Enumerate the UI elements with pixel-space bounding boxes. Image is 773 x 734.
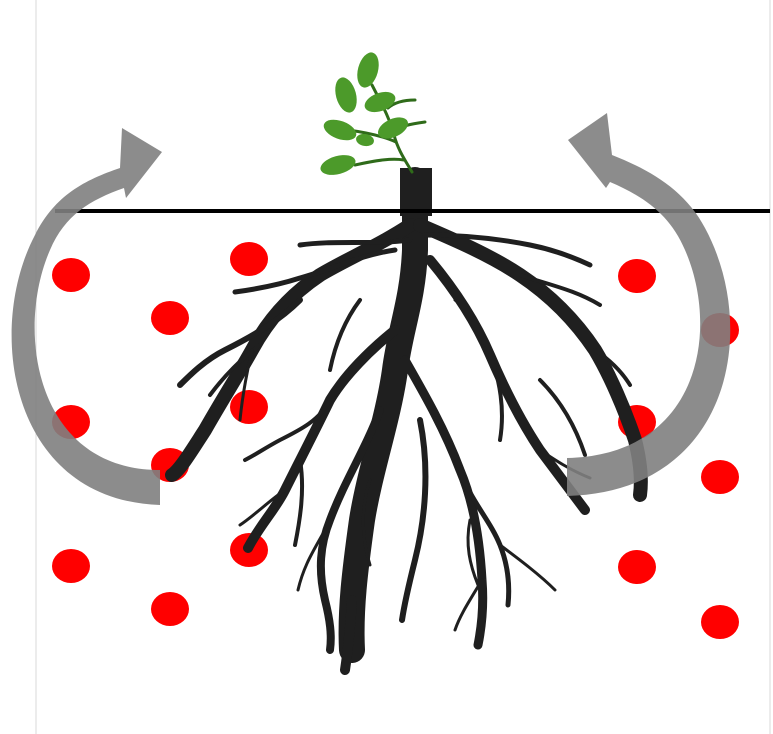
root-branch: [238, 488, 287, 527]
leaf: [335, 77, 357, 113]
nutrient-particle: [701, 460, 739, 494]
root-branch: [425, 255, 590, 515]
circulation-arrows: [11, 113, 731, 505]
nutrient-particle: [618, 550, 656, 584]
leaf: [356, 133, 374, 147]
root-branch: [422, 232, 593, 268]
nutrient-particle: [52, 258, 90, 292]
root-branch: [165, 218, 417, 482]
root-branch: [399, 417, 429, 623]
leaf: [364, 91, 396, 113]
root-branch: [328, 298, 362, 372]
root-branch: [400, 355, 488, 650]
root-branch: [208, 343, 262, 397]
leaf: [378, 117, 408, 139]
leaf: [357, 52, 379, 88]
nutrient-particle: [618, 259, 656, 293]
curved-arrow-icon: [567, 113, 731, 496]
root-branch: [232, 247, 398, 295]
root-branch: [593, 348, 632, 387]
root-branch: [243, 325, 400, 553]
root-branch: [316, 406, 384, 654]
root-branch: [293, 458, 305, 547]
root-branch: [453, 298, 487, 347]
root-branch: [518, 273, 602, 307]
nutrient-particle: [230, 390, 268, 424]
seedling-icon: [320, 52, 432, 216]
nutrient-particle: [52, 549, 90, 583]
root-branch: [488, 353, 504, 442]
taproot-tip: [340, 595, 357, 675]
leaf-stem: [353, 157, 406, 167]
root-branch: [538, 378, 587, 457]
root-branch: [466, 518, 480, 587]
nutrient-particle: [151, 301, 189, 335]
root-branch: [361, 478, 372, 567]
leaf: [323, 119, 357, 141]
root-branch: [243, 398, 332, 462]
root-branch: [297, 237, 413, 248]
root-branch: [498, 543, 557, 592]
leaf: [320, 155, 356, 175]
nutrient-particle: [230, 242, 268, 276]
root-branch: [296, 518, 332, 592]
root-system: [165, 167, 648, 675]
curved-arrow-icon: [11, 128, 162, 505]
stem-base: [400, 168, 432, 216]
nutrient-particle: [701, 605, 739, 639]
root-branch: [177, 297, 303, 388]
taproot: [338, 167, 428, 663]
root-branch: [238, 348, 254, 422]
nutrient-particle: [151, 592, 189, 626]
